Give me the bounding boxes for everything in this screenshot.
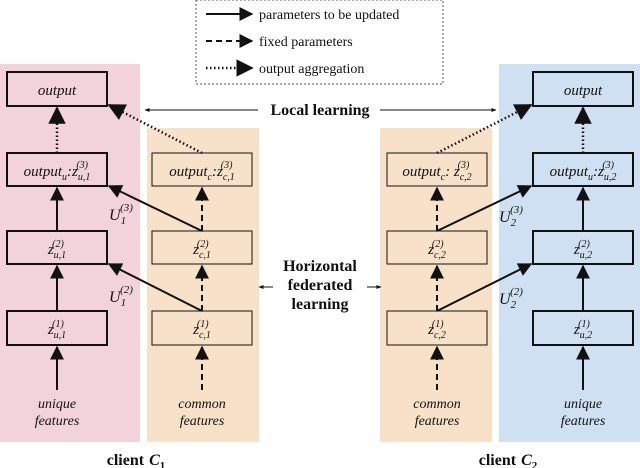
horizontal-label-line3: learning <box>292 296 349 313</box>
client1-output-label: output <box>38 83 77 99</box>
client2-u3-label: U2(3) <box>499 204 523 229</box>
client1-z2-unique-label: zu,1(2) <box>47 239 66 261</box>
client2-u2-arrow <box>436 263 533 312</box>
client1-u3-arrow <box>107 185 203 232</box>
client2-u2-label: U2(2) <box>499 286 523 311</box>
client2-z1-common-label: zc,2(1) <box>427 319 446 341</box>
client2-output-c-label: outputc: zc,2(3) <box>402 160 471 183</box>
client2-z2-unique-label: zu,2(2) <box>573 239 592 261</box>
client1-unique-features-line2: features <box>35 414 80 429</box>
client1-u3-label: U1(3) <box>109 202 133 227</box>
client2-common-features-line2: features <box>415 414 460 429</box>
client1-common-aggregate-arrow <box>107 103 203 155</box>
client1-output-c-label: outputc:zc,1(3) <box>169 160 235 183</box>
client2-unique-features-line2: features <box>561 414 606 429</box>
client1-unique-panel <box>0 64 140 442</box>
legend-updated-label: parameters to be updated <box>259 8 399 23</box>
client2-u3-arrow <box>436 185 533 232</box>
horizontal-label-line2: federated <box>288 277 353 294</box>
client2-z1-unique-label: zu,2(1) <box>573 319 592 341</box>
client1-unique-features-line1: unique <box>38 397 76 412</box>
horizontal-label-line1: Horizontal <box>283 258 357 275</box>
client1-output-u-label: outputu:zu,1(3) <box>24 160 91 183</box>
client2-common-aggregate-arrow <box>436 103 533 155</box>
legend-aggregation-label: output aggregation <box>259 62 364 77</box>
client1-common-features-line2: features <box>180 414 225 429</box>
legend: parameters to be updated fixed parameter… <box>195 0 444 85</box>
client1-common-features-line1: common <box>178 397 225 412</box>
client2-unique-panel <box>499 64 640 442</box>
client1-z2-common-label: zc,1(2) <box>192 239 211 261</box>
client2-output-u-label: outputu:zu,2(3) <box>550 160 617 183</box>
client2-output-label: output <box>564 83 603 99</box>
client2-z2-common-label: zc,2(2) <box>427 239 446 261</box>
client1-z1-unique-label: zu,1(1) <box>47 319 66 341</box>
legend-fixed-label: fixed parameters <box>259 35 353 50</box>
client1-z1-common-label: zc,1(1) <box>192 319 211 341</box>
client1-u2-label: U1(2) <box>109 284 133 309</box>
client2-common-features-line1: common <box>413 397 460 412</box>
client1-u2-arrow <box>107 263 203 312</box>
client2-unique-features-line1: unique <box>564 397 602 412</box>
client2-output-box <box>532 71 634 107</box>
client1-output-box <box>6 71 108 107</box>
local-learning-label: Local learning <box>270 102 369 119</box>
